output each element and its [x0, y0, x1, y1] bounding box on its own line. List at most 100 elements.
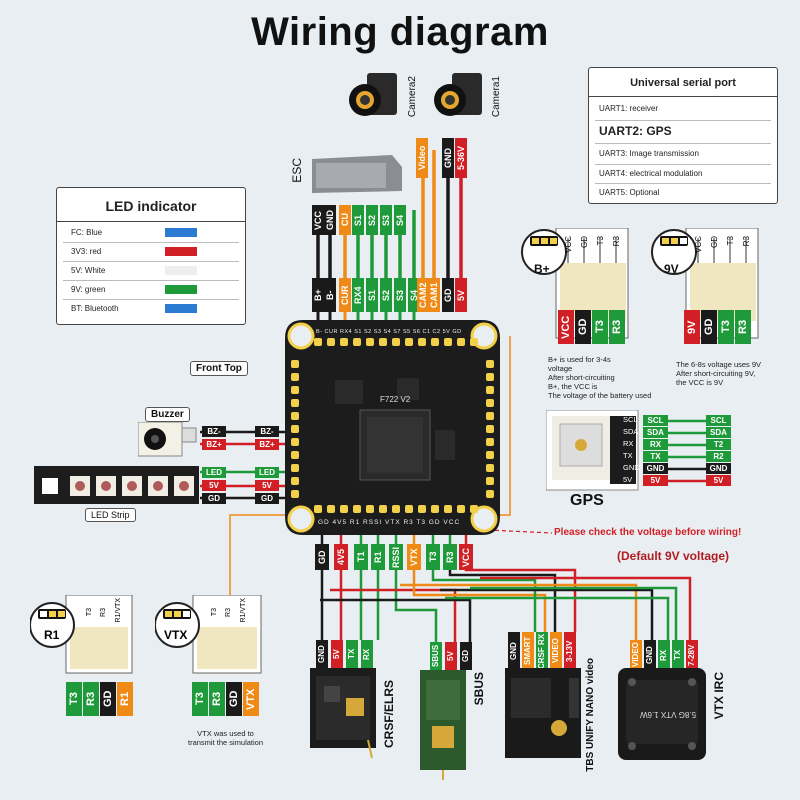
fc-pad — [340, 505, 348, 513]
led-indicator-label: 5V: White — [71, 266, 106, 275]
tbs-tag: GND — [508, 632, 520, 670]
fc-pad — [379, 338, 387, 346]
buzzer-fc-tag: BZ+ — [255, 439, 279, 450]
vtx_irc-tag: VIDEO — [630, 640, 642, 670]
fc-bottom-tag: GD — [315, 544, 329, 570]
fc-bottom-tag: VCC — [459, 544, 473, 570]
led-color-swatch — [165, 228, 197, 237]
gps-label: GPS — [570, 492, 604, 509]
fc-pad — [486, 477, 494, 485]
led-strip-fc-tag: LED — [255, 467, 279, 478]
gps-tag-left: SCL — [643, 415, 668, 426]
tbs-tag: CRSF RX — [536, 632, 548, 670]
divider — [63, 280, 239, 281]
flight-controller-board — [285, 320, 500, 535]
led-color-swatch — [165, 285, 197, 294]
fc-pad — [486, 399, 494, 407]
fc-pad — [486, 386, 494, 394]
r1-tag-r1: R1 — [117, 682, 133, 716]
camera-icon — [349, 73, 397, 116]
fc-pad — [291, 438, 299, 446]
fc-pad — [486, 373, 494, 381]
fc-pad — [470, 505, 478, 513]
camera2-label: Camera2 — [407, 76, 418, 118]
gps-tag-left: RX — [643, 439, 668, 450]
vtx-tag-vtx: VTX — [243, 682, 259, 716]
fc-bottom-tag: T3 — [426, 544, 440, 570]
fc-bottom-pad-row: GD 4V5 R1 RSSI VTX R3 T3 GD VCC — [318, 519, 461, 526]
gps-tag-right: SDA — [706, 427, 731, 438]
vtx_irc-tag: 7-28V — [686, 640, 698, 670]
fc-pad — [486, 438, 494, 446]
crsf-tag: RX — [361, 640, 373, 668]
sbus-tag: SBUS — [430, 642, 442, 670]
led-indicator-label: 3V3: red — [71, 247, 102, 256]
esc-tag-s2: S2 — [366, 205, 378, 235]
crsf-tag: GND — [316, 640, 328, 668]
buzzer-fc-tag: BZ- — [255, 426, 279, 437]
esc-tag-gnd: GND — [324, 205, 336, 235]
buzzer-tag: BZ- — [202, 426, 226, 437]
front-top-label: Front Top — [190, 361, 248, 376]
bplus-tag-r3: R3 — [609, 310, 625, 344]
sbus-receiver-module — [420, 670, 470, 780]
uart-item: UART2: GPS — [599, 124, 672, 138]
crsf-tag: TX — [346, 640, 358, 668]
buzzer-tag: BZ+ — [202, 439, 226, 450]
led-color-swatch — [165, 266, 197, 275]
uart-item: UART3: Image transmission — [599, 149, 699, 158]
esc-tag-s1: S1 — [352, 205, 364, 235]
fc-pad — [291, 451, 299, 459]
led-indicator-label: BT: Bluetooth — [71, 304, 119, 313]
nine-v-tag-gd: GD — [701, 310, 717, 344]
fc-pad — [470, 338, 478, 346]
fc-pad — [379, 505, 387, 513]
camera1-label: Camera1 — [491, 76, 502, 118]
fc-bottom-tag: VTX — [407, 544, 421, 570]
fc-model-label: F722 V2 — [380, 395, 411, 404]
tbs-tag: VIDEO — [550, 632, 562, 670]
tbs-tag: 3-13V — [564, 632, 576, 670]
fc-pad — [392, 338, 400, 346]
gps-tag-right: R2 — [706, 451, 731, 462]
r1-pin: R3 — [100, 608, 107, 617]
uart-item: UART1: receiver — [599, 104, 658, 113]
led-color-swatch — [165, 247, 197, 256]
gps-tag-right: T2 — [706, 439, 731, 450]
bplus-tag-gd: GD — [575, 310, 591, 344]
vtx_irc-tag: TX — [672, 640, 684, 670]
tbs-tag: SMART AUDIO — [522, 632, 544, 670]
led-strip-fc-tag: 5V — [255, 480, 279, 491]
sbus-tag: 5V — [445, 642, 457, 670]
bplus-tag-vcc: VCC — [558, 310, 574, 344]
page-title: Wiring diagram — [251, 10, 549, 54]
fc-pad — [486, 425, 494, 433]
fc-pad — [314, 505, 322, 513]
gps-module-pin: GND — [623, 463, 640, 472]
fc-top-tag: S1 — [366, 278, 378, 312]
gps-tag-left: GND — [643, 463, 668, 474]
fc-pad — [486, 412, 494, 420]
fc-pad — [431, 338, 439, 346]
led-strip-label: LED Strip — [85, 508, 136, 522]
fc-pad — [486, 464, 494, 472]
bplus-tag-t3: T3 — [592, 310, 608, 344]
sbus-tag: GD — [460, 642, 472, 670]
gps-module-pin: RX — [623, 439, 634, 448]
camera-tag-video: Video — [416, 138, 428, 178]
fc-pad — [418, 338, 426, 346]
fc-bottom-tag: R3 — [443, 544, 457, 570]
gps-tag-right: GND — [706, 463, 731, 474]
fc-pad — [340, 338, 348, 346]
gps-module-pin: 5V — [623, 475, 633, 484]
vtx-tag-t3: T3 — [192, 682, 208, 716]
camera-tag-5-36v: 5-36V — [455, 138, 467, 178]
nine-v-tag-9v: 9V — [684, 310, 700, 344]
bplus-pill: B+ — [534, 262, 550, 276]
nine-v-pin: R3 — [742, 236, 751, 247]
crsf-tag: 5V — [331, 640, 343, 668]
vtx-irc-board-text: 5.8G VTX 1.6W — [640, 710, 697, 719]
